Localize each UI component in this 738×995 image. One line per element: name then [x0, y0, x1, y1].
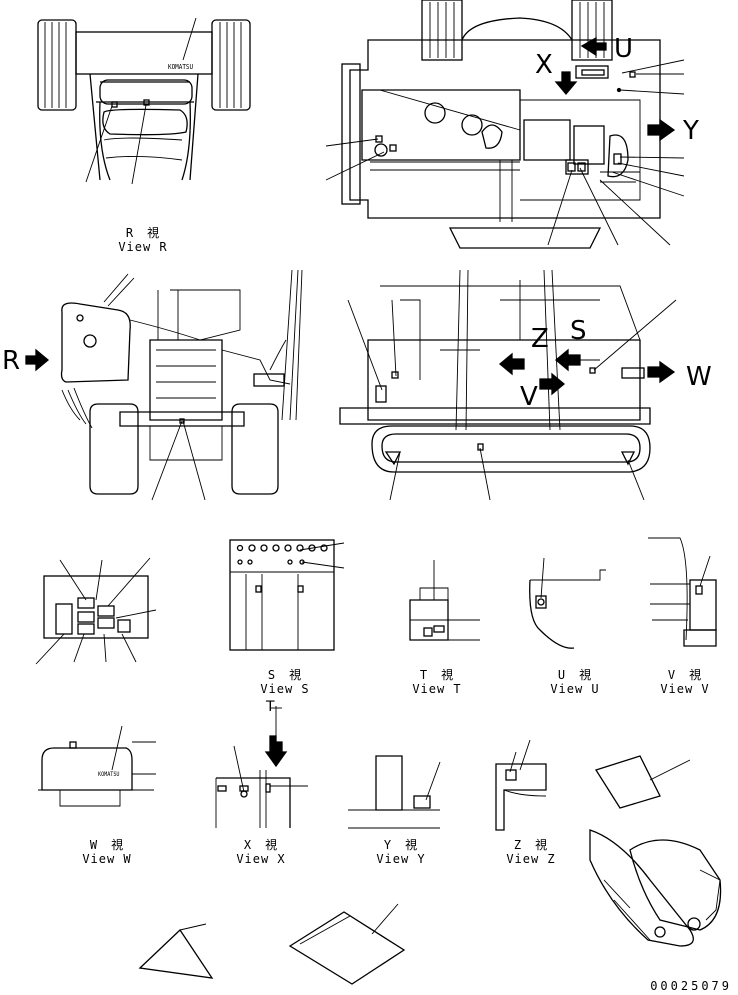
view-t-drawing [409, 560, 480, 641]
view-r-drawing [37, 17, 251, 185]
komatsu-decal-w: KOMATSU [98, 771, 120, 778]
view-u-kanji: U 視 [557, 668, 593, 682]
view-t-caption: T 視 View T [392, 668, 482, 696]
view-letter-t: T [266, 699, 275, 715]
main-machine-top-view [325, 0, 685, 249]
rear-machine-view [25, 269, 303, 501]
view-letter-r: R [2, 346, 21, 376]
view-r-caption: R 視 View R [98, 226, 188, 254]
view-s-drawing [229, 539, 345, 651]
view-letter-s: S [570, 316, 587, 346]
view-letter-w: W [686, 362, 712, 392]
view-letter-u: U [614, 34, 634, 64]
view-letter-v: V [520, 382, 538, 412]
view-u-drawing [529, 557, 606, 649]
switch-panel-detail [35, 557, 157, 665]
view-v-drawing [648, 537, 717, 647]
view-v-kanji: V 視 [667, 668, 703, 682]
view-t-label: View T [412, 682, 462, 696]
view-x-label: View X [236, 852, 286, 866]
drawing-number: 00025079 [650, 979, 732, 993]
view-y-drawing [348, 755, 441, 829]
view-z-kanji: Z 視 [513, 838, 549, 852]
view-t-kanji: T 視 [419, 668, 455, 682]
view-letter-y: Y [683, 116, 699, 146]
view-letter-x: X [535, 50, 553, 80]
view-v-label: View V [660, 682, 710, 696]
komatsu-decal-r: KOMATSU [168, 63, 194, 71]
view-s-kanji: S 視 [267, 668, 303, 682]
view-y-kanji: Y 視 [383, 838, 419, 852]
view-s-label: View S [260, 682, 310, 696]
view-w-drawing [38, 725, 156, 807]
view-letter-z: Z [531, 324, 549, 354]
view-y-caption: Y 視 View Y [356, 838, 446, 866]
loose-decal-drawings [138, 903, 406, 985]
view-w-kanji: W 視 [89, 838, 125, 852]
view-z-caption: Z 視 View Z [486, 838, 576, 866]
view-u-caption: U 視 View U [530, 668, 620, 696]
view-y-label: View Y [376, 852, 426, 866]
isometric-instrument-drawing [589, 755, 722, 947]
view-z-drawing [495, 739, 547, 831]
side-machine-view [339, 269, 677, 501]
view-w-caption: W 視 View W [62, 838, 152, 866]
view-x-caption: X 視 View X [216, 838, 306, 866]
view-r-kanji: R 視 [125, 226, 161, 240]
view-s-caption: S 視 View S [240, 668, 330, 696]
view-x-kanji: X 視 [243, 838, 279, 852]
view-v-caption: V 視 View V [640, 668, 730, 696]
view-r-label: View R [118, 240, 168, 254]
view-u-label: View U [550, 682, 600, 696]
view-w-label: View W [82, 852, 132, 866]
view-x-drawing [215, 706, 308, 828]
view-z-label: View Z [506, 852, 556, 866]
